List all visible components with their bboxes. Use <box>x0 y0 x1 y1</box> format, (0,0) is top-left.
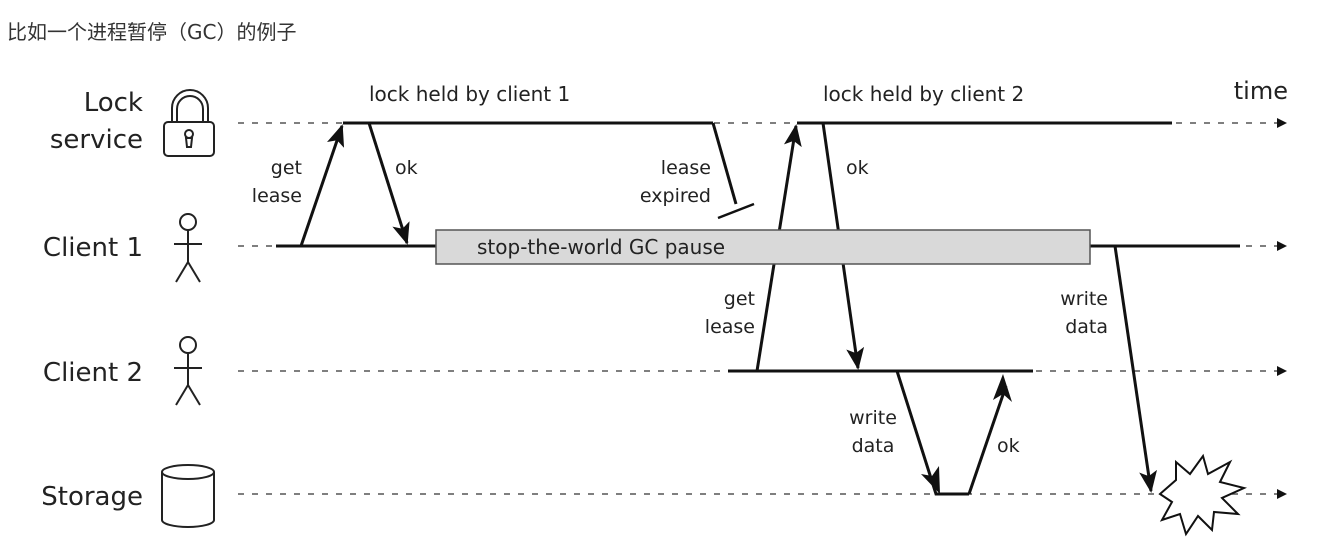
arrowhead-client2 <box>1277 366 1287 376</box>
get-lease-1-line1: get <box>271 157 302 179</box>
write-data-1-line2: data <box>852 435 895 457</box>
lease-expired-line1: lease <box>661 157 711 179</box>
row-label-client2: Client 2 <box>43 358 143 388</box>
storage-cylinder-icon <box>161 464 215 528</box>
storage-arrowheads <box>921 374 1012 494</box>
row-label-lock-line2: service <box>50 125 143 155</box>
ok-arrowhead-3 <box>993 374 1012 402</box>
write-data-2-line2: data <box>1065 316 1108 338</box>
client1-person-icon <box>174 213 202 283</box>
lease-expiry-slope <box>711 122 738 205</box>
arrowhead-storage <box>1277 489 1287 499</box>
row-label-storage: Storage <box>41 482 143 512</box>
write-data-1-line1: write <box>849 407 897 429</box>
arrowhead-client1 <box>1277 241 1287 251</box>
arrowhead-lock <box>1277 118 1287 128</box>
row-label-lock-line1: Lock <box>84 88 143 118</box>
gc-pause-box <box>435 229 1091 265</box>
storage-write-path <box>895 370 969 496</box>
storage-ok-path <box>967 385 1008 495</box>
write-data-arrow-2 <box>1113 245 1157 493</box>
ok-arrow-1 <box>367 122 410 245</box>
time-axis-label: time <box>1234 77 1288 105</box>
header-lock-client1: lock held by client 1 <box>369 82 570 106</box>
get-lease-2-line1: get <box>724 288 755 310</box>
header-lock-client2: lock held by client 2 <box>823 82 1024 106</box>
lock-icon <box>163 89 215 157</box>
page-caption: 比如一个进程暂停（GC）的例子 <box>7 20 297 44</box>
row-label-client1: Client 1 <box>43 233 143 263</box>
ok-2-label: ok <box>846 157 869 179</box>
timeline-arrowheads <box>1277 118 1287 499</box>
get-lease-arrow-1 <box>299 124 345 247</box>
write-data-arrowhead-1 <box>921 466 940 494</box>
conflict-starburst-icon <box>1158 453 1248 537</box>
lease-expired-cross <box>717 202 755 220</box>
ok-1-label: ok <box>395 157 418 179</box>
get-lease-2-line2: lease <box>705 316 755 338</box>
write-data-2-line1: write <box>1060 288 1108 310</box>
client2-person-icon <box>174 336 202 406</box>
gc-pause-label: stop-the-world GC pause <box>477 235 725 259</box>
ok-3-label: ok <box>997 435 1020 457</box>
get-lease-1-line2: lease <box>252 185 302 207</box>
lease-expired-line2: expired <box>640 185 711 207</box>
